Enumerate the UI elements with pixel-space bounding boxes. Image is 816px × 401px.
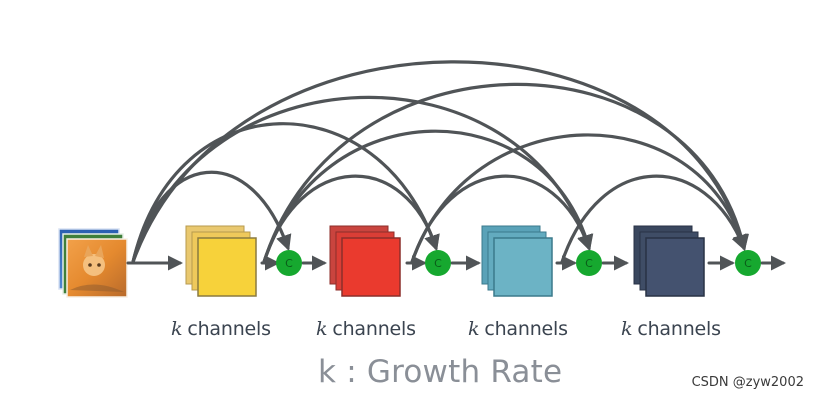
- concat-node-3: C: [576, 250, 602, 276]
- dense-connection-arcs: [131, 60, 749, 264]
- growth-rate-caption: k : Growth Rate: [318, 354, 563, 390]
- concat-symbol-2: C: [434, 257, 442, 270]
- watermark: CSDN @zyw2002: [691, 375, 804, 390]
- navy-channel-block: [633, 225, 705, 297]
- input-image-stack: [58, 228, 128, 298]
- concat-node-4: C: [735, 250, 761, 276]
- concat-symbol-1: C: [285, 257, 293, 270]
- teal-channel-block: [481, 225, 553, 297]
- concat-node-2: C: [425, 250, 451, 276]
- concat-node-1: C: [276, 250, 302, 276]
- concat-symbol-3: C: [585, 257, 593, 270]
- yellow-channel-block: [185, 225, 257, 297]
- red-channel-block: [329, 225, 401, 297]
- concat-symbol-4: C: [744, 257, 752, 270]
